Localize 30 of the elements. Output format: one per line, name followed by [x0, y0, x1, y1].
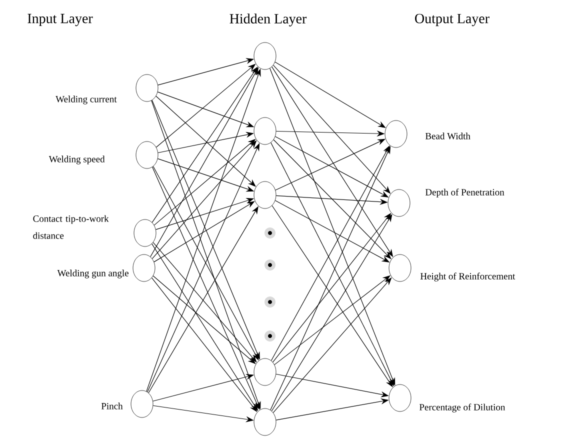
- node-label: Percentage of Dilution: [419, 404, 506, 412]
- neuron-circle: [388, 189, 410, 217]
- node-label: Welding gun angle: [57, 270, 128, 278]
- neuron-circle: [132, 254, 156, 282]
- neuron-circle: [388, 254, 412, 282]
- node-label: Bead Width: [425, 132, 470, 140]
- neuron-circle: [136, 74, 158, 102]
- arrow: [154, 201, 255, 262]
- neuron-circle: [136, 141, 158, 169]
- node-label: Depth of Penetration: [425, 188, 504, 198]
- arrow: [152, 66, 258, 223]
- arrow: [156, 96, 256, 187]
- node-label: Welding current: [56, 96, 117, 104]
- neuron-circle: [254, 181, 276, 209]
- neuron-circle: [254, 117, 276, 145]
- neuron-circle: [384, 120, 408, 148]
- layer-heading: Output Layer: [415, 14, 490, 26]
- node-label: Welding speed: [48, 156, 105, 164]
- layer-heading: Input Layer: [28, 14, 93, 26]
- arrow: [147, 143, 260, 392]
- neuron-circle: [254, 408, 276, 436]
- neuron-circle: [388, 384, 412, 412]
- node-label: Contact tip-to-work distance: [33, 215, 109, 239]
- node-label: Height of Reinforcement: [420, 272, 516, 282]
- neuron-circle: [254, 42, 276, 70]
- node-label: Pinch: [101, 402, 123, 410]
- layer-heading: Hidden Layer: [230, 14, 307, 26]
- neuron-circle: [134, 219, 156, 247]
- neuron-circle: [254, 358, 276, 386]
- neuron-circle: [130, 390, 154, 418]
